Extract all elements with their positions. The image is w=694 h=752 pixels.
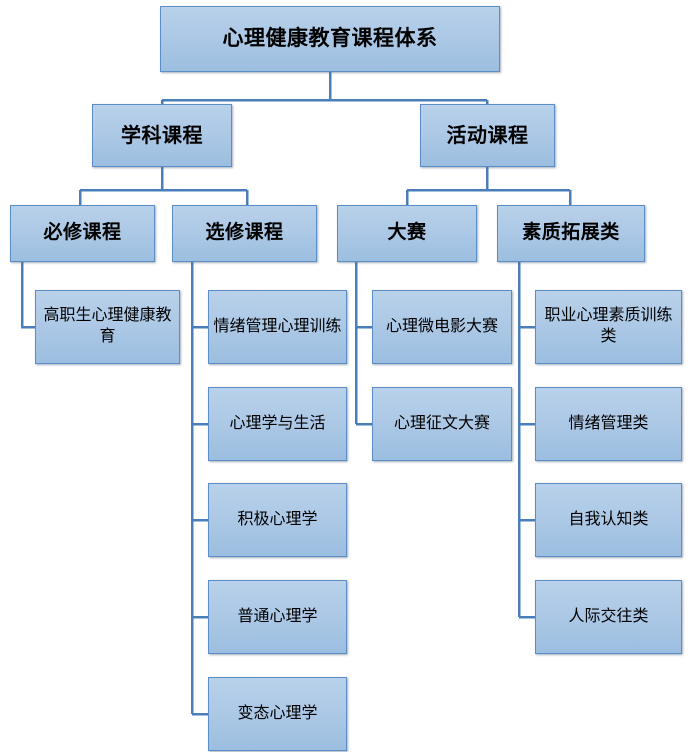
leaf-elective-4[interactable]: 普通心理学 [208,580,347,654]
leaf-quality-3[interactable]: 自我认知类 [535,483,682,557]
leaf-competition-1[interactable]: 心理微电影大赛 [372,290,512,364]
leaf-competition-2-label: 心理征文大赛 [393,414,490,432]
leaf-elective-1[interactable]: 情绪管理心理训练 [208,290,347,364]
node-elective-courses[interactable]: 选修课程 [172,205,317,262]
leaf-quality-2-label: 情绪管理类 [568,414,649,432]
connector-required-spine [20,262,35,329]
node-activity-courses[interactable]: 活动课程 [420,104,555,167]
leaf-quality-1[interactable]: 职业心理素质训练类 [535,290,682,364]
leaf-quality-4[interactable]: 人际交往类 [535,580,682,654]
node-competitions-label: 大赛 [387,222,427,244]
leaf-required-1-label: 高职生心理健康教育 [43,307,172,345]
node-root[interactable]: 心理健康教育课程体系 [160,6,500,72]
leaf-quality-4-label: 人际交往类 [568,607,649,625]
leaf-elective-2-label: 心理学与生活 [229,414,326,432]
node-activity-courses-label: 活动课程 [446,124,529,147]
leaf-competition-1-label: 心理微电影大赛 [385,317,498,335]
leaf-quality-1-label: 职业心理素质训练类 [544,307,673,345]
leaf-elective-2[interactable]: 心理学与生活 [208,387,347,461]
leaf-elective-1-label: 情绪管理心理训练 [213,317,342,335]
node-required-courses[interactable]: 必修课程 [10,205,155,262]
leaf-elective-5-label: 变态心理学 [237,704,318,722]
leaf-quality-2[interactable]: 情绪管理类 [535,387,682,461]
node-quality-development-label: 素质拓展类 [522,222,620,244]
node-competitions[interactable]: 大赛 [337,205,477,262]
node-required-courses-label: 必修课程 [43,222,122,244]
leaf-quality-3-label: 自我认知类 [568,510,649,528]
leaf-elective-5[interactable]: 变态心理学 [208,677,347,751]
leaf-elective-3[interactable]: 积极心理学 [208,483,347,557]
leaf-competition-2[interactable]: 心理征文大赛 [372,387,512,461]
node-subject-courses[interactable]: 学科课程 [92,104,232,167]
leaf-elective-3-label: 积极心理学 [237,510,318,528]
leaf-required-1[interactable]: 高职生心理健康教育 [35,290,180,364]
node-elective-courses-label: 选修课程 [205,222,284,244]
node-root-label: 心理健康教育课程体系 [222,27,438,51]
node-subject-courses-label: 学科课程 [121,124,203,147]
leaf-elective-4-label: 普通心理学 [237,607,318,625]
node-quality-development[interactable]: 素质拓展类 [497,205,645,262]
